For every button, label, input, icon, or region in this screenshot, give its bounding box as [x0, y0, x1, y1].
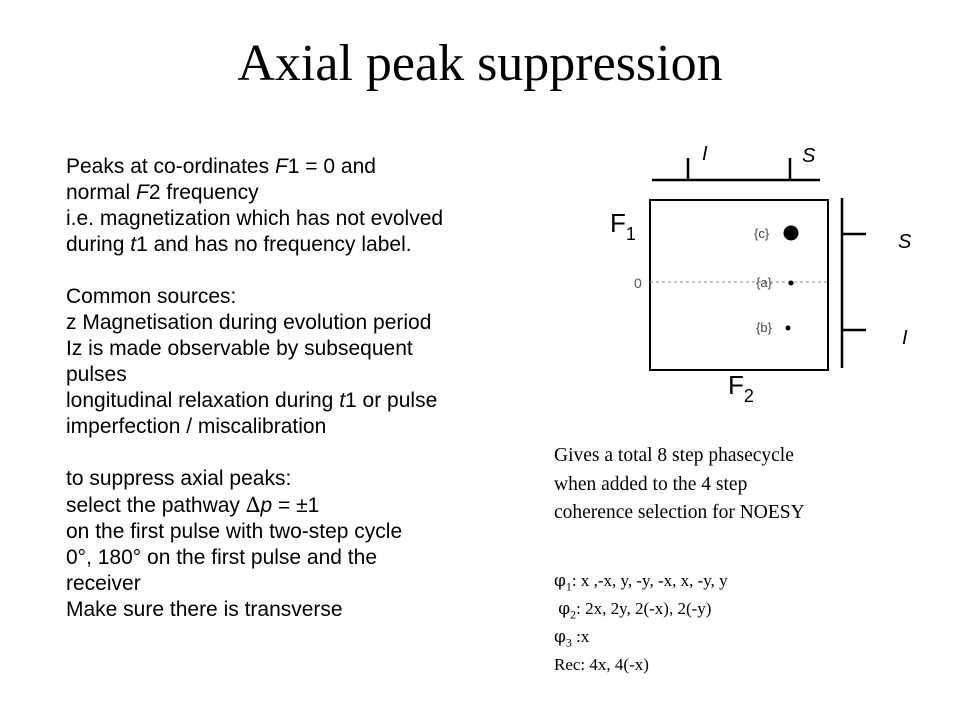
spectrum-svg: I S S I 0 F1 F2 {c} {a} {b} [610, 143, 912, 406]
text-line: Make sure there is transverse [66, 598, 343, 621]
text-line: during t1 and has no frequency label. [66, 233, 412, 256]
text-line: longitudinal relaxation during t1 or pul… [66, 389, 438, 412]
text-line: pulses [66, 363, 127, 386]
text-line: imperfection / miscalibration [66, 415, 327, 438]
text-line: when added to the 4 step [554, 473, 748, 495]
top-label-S: S [802, 145, 816, 167]
peak-label-b: {b} [756, 320, 773, 335]
right-label-S: S [898, 231, 912, 253]
phase-phi3: φ3 :x [554, 626, 590, 650]
phasecycle-list: φ1: x ,-x, y, -y, -x, x, -y, y φ2: 2x, 2… [554, 570, 944, 676]
text-line: select the pathway ∆p = ±1 [66, 493, 320, 517]
peak-label-a: {a} [756, 275, 773, 290]
text-line: Gives a total 8 step phasecycle [554, 445, 794, 466]
zero-label: 0 [634, 275, 642, 291]
peak-b-dot [785, 325, 791, 331]
phase-phi2: φ2: 2x, 2y, 2(-x), 2(-y) [558, 598, 712, 622]
text-line: coherence selection for NOESY [554, 502, 805, 523]
text-line: receiver [66, 572, 141, 595]
text-line: on the first pulse with two-step cycle [66, 520, 403, 543]
text-line: to suppress axial peaks: [66, 467, 292, 490]
phasecycle-description: Gives a total 8 step phasecycle when add… [554, 442, 944, 528]
text-line: Common sources: [66, 285, 237, 308]
phase-phi1: φ1: x ,-x, y, -y, -x, x, -y, y [554, 571, 728, 594]
spectrum-frame [649, 199, 829, 371]
axis-label-F2: F2 [728, 370, 754, 406]
phase-receiver: Rec: 4x, 4(-x) [554, 654, 649, 674]
axis-label-F1: F1 [610, 208, 636, 244]
peak-label-c: {c} [754, 226, 770, 241]
left-text-block: Peaks at co-ordinates F1 = 0 and normal … [66, 154, 556, 623]
text-line: Peaks at co-ordinates F1 = 0 and [66, 155, 376, 178]
peak-c-dot [783, 225, 799, 241]
2d-spectrum-diagram: I S S I 0 F1 F2 {c} {a} {b} [610, 140, 940, 410]
text-line: i.e. magnetization which has not evolved [66, 207, 444, 230]
right-label-I: I [902, 327, 908, 349]
top-label-I: I [702, 143, 708, 165]
text-line: normal F2 frequency [66, 181, 259, 204]
slide-title: Axial peak suppression [237, 35, 723, 92]
text-line: z Magnetisation during evolution period [66, 311, 432, 334]
text-line: Iz is made observable by subsequent [66, 337, 413, 360]
text-line: 0°, 180° on the first pulse and the [66, 546, 378, 569]
peak-a-dot [788, 280, 794, 286]
